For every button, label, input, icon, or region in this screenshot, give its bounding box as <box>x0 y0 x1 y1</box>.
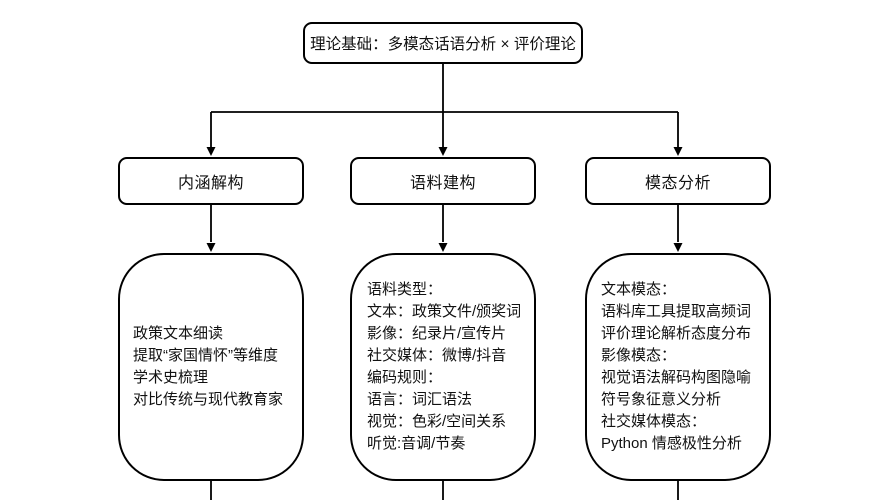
detail-line: 社交媒体：微博/抖音 <box>367 347 507 364</box>
branch-node-label: 语料建构 <box>409 175 476 192</box>
detail-line: 评价理论解析态度分布 <box>601 325 752 342</box>
detail-node-modality-analysis: 文本模态： 语料库工具提取高频词 评价理论解析态度分布 影像模态： 视觉语法解码… <box>585 253 771 481</box>
detail-line: 语料库工具提取高频词 <box>601 303 752 320</box>
branch-node-corpus-construction: 语料建构 <box>350 157 536 205</box>
detail-line: 社交媒体模态： <box>601 413 707 430</box>
connector-details-downstream <box>210 481 679 500</box>
detail-line: 符号象征意义分析 <box>601 391 722 408</box>
detail-line: 对比传统与现代教育家 <box>133 391 284 408</box>
detail-line: 编码规则： <box>367 369 443 386</box>
detail-line: 政策文本细读 <box>133 325 224 342</box>
detail-line: 文本模态： <box>601 281 677 298</box>
connector-root-to-branches <box>210 64 679 147</box>
arrowheads <box>206 147 683 252</box>
branch-node-modality-analysis: 模态分析 <box>585 157 771 205</box>
detail-line: 提取“家国情怀”等维度 <box>133 347 278 364</box>
branch-node-connotation-deconstruction: 内涵解构 <box>118 157 304 205</box>
detail-line: 语言：词汇语法 <box>367 391 473 408</box>
detail-line: 语料类型： <box>367 281 443 298</box>
detail-text-block: 政策文本细读 提取“家国情怀”等维度 学术史梳理 对比传统与现代教育家 <box>120 255 302 411</box>
detail-line: 影像模态： <box>601 347 677 364</box>
detail-line: 视觉语法解码构图隐喻 <box>601 369 752 386</box>
detail-line: 文本：政策文件/颁奖词 <box>367 303 522 320</box>
branch-node-label: 模态分析 <box>644 175 711 192</box>
detail-text-block: 文本模态： 语料库工具提取高频词 评价理论解析态度分布 影像模态： 视觉语法解码… <box>587 255 769 455</box>
detail-line: 学术史梳理 <box>133 369 209 386</box>
branch-node-label: 内涵解构 <box>177 175 244 192</box>
detail-line: Python 情感极性分析 <box>601 435 742 452</box>
root-node: 理论基础：多模态话语分析 × 评价理论 <box>303 22 583 64</box>
detail-node-corpus-construction: 语料类型： 文本：政策文件/颁奖词 影像：纪录片/宣传片 社交媒体：微博/抖音 … <box>350 253 536 481</box>
root-node-label: 理论基础：多模态话语分析 × 评价理论 <box>310 36 576 53</box>
detail-line: 听觉:音调/节奏 <box>367 435 466 452</box>
connector-branches-to-details <box>210 205 679 242</box>
detail-line: 影像：纪录片/宣传片 <box>367 325 507 342</box>
detail-text-block: 语料类型： 文本：政策文件/颁奖词 影像：纪录片/宣传片 社交媒体：微博/抖音 … <box>352 255 534 455</box>
detail-line: 视觉：色彩/空间关系 <box>367 413 507 430</box>
detail-node-connotation-deconstruction: 政策文本细读 提取“家国情怀”等维度 学术史梳理 对比传统与现代教育家 <box>118 253 304 481</box>
